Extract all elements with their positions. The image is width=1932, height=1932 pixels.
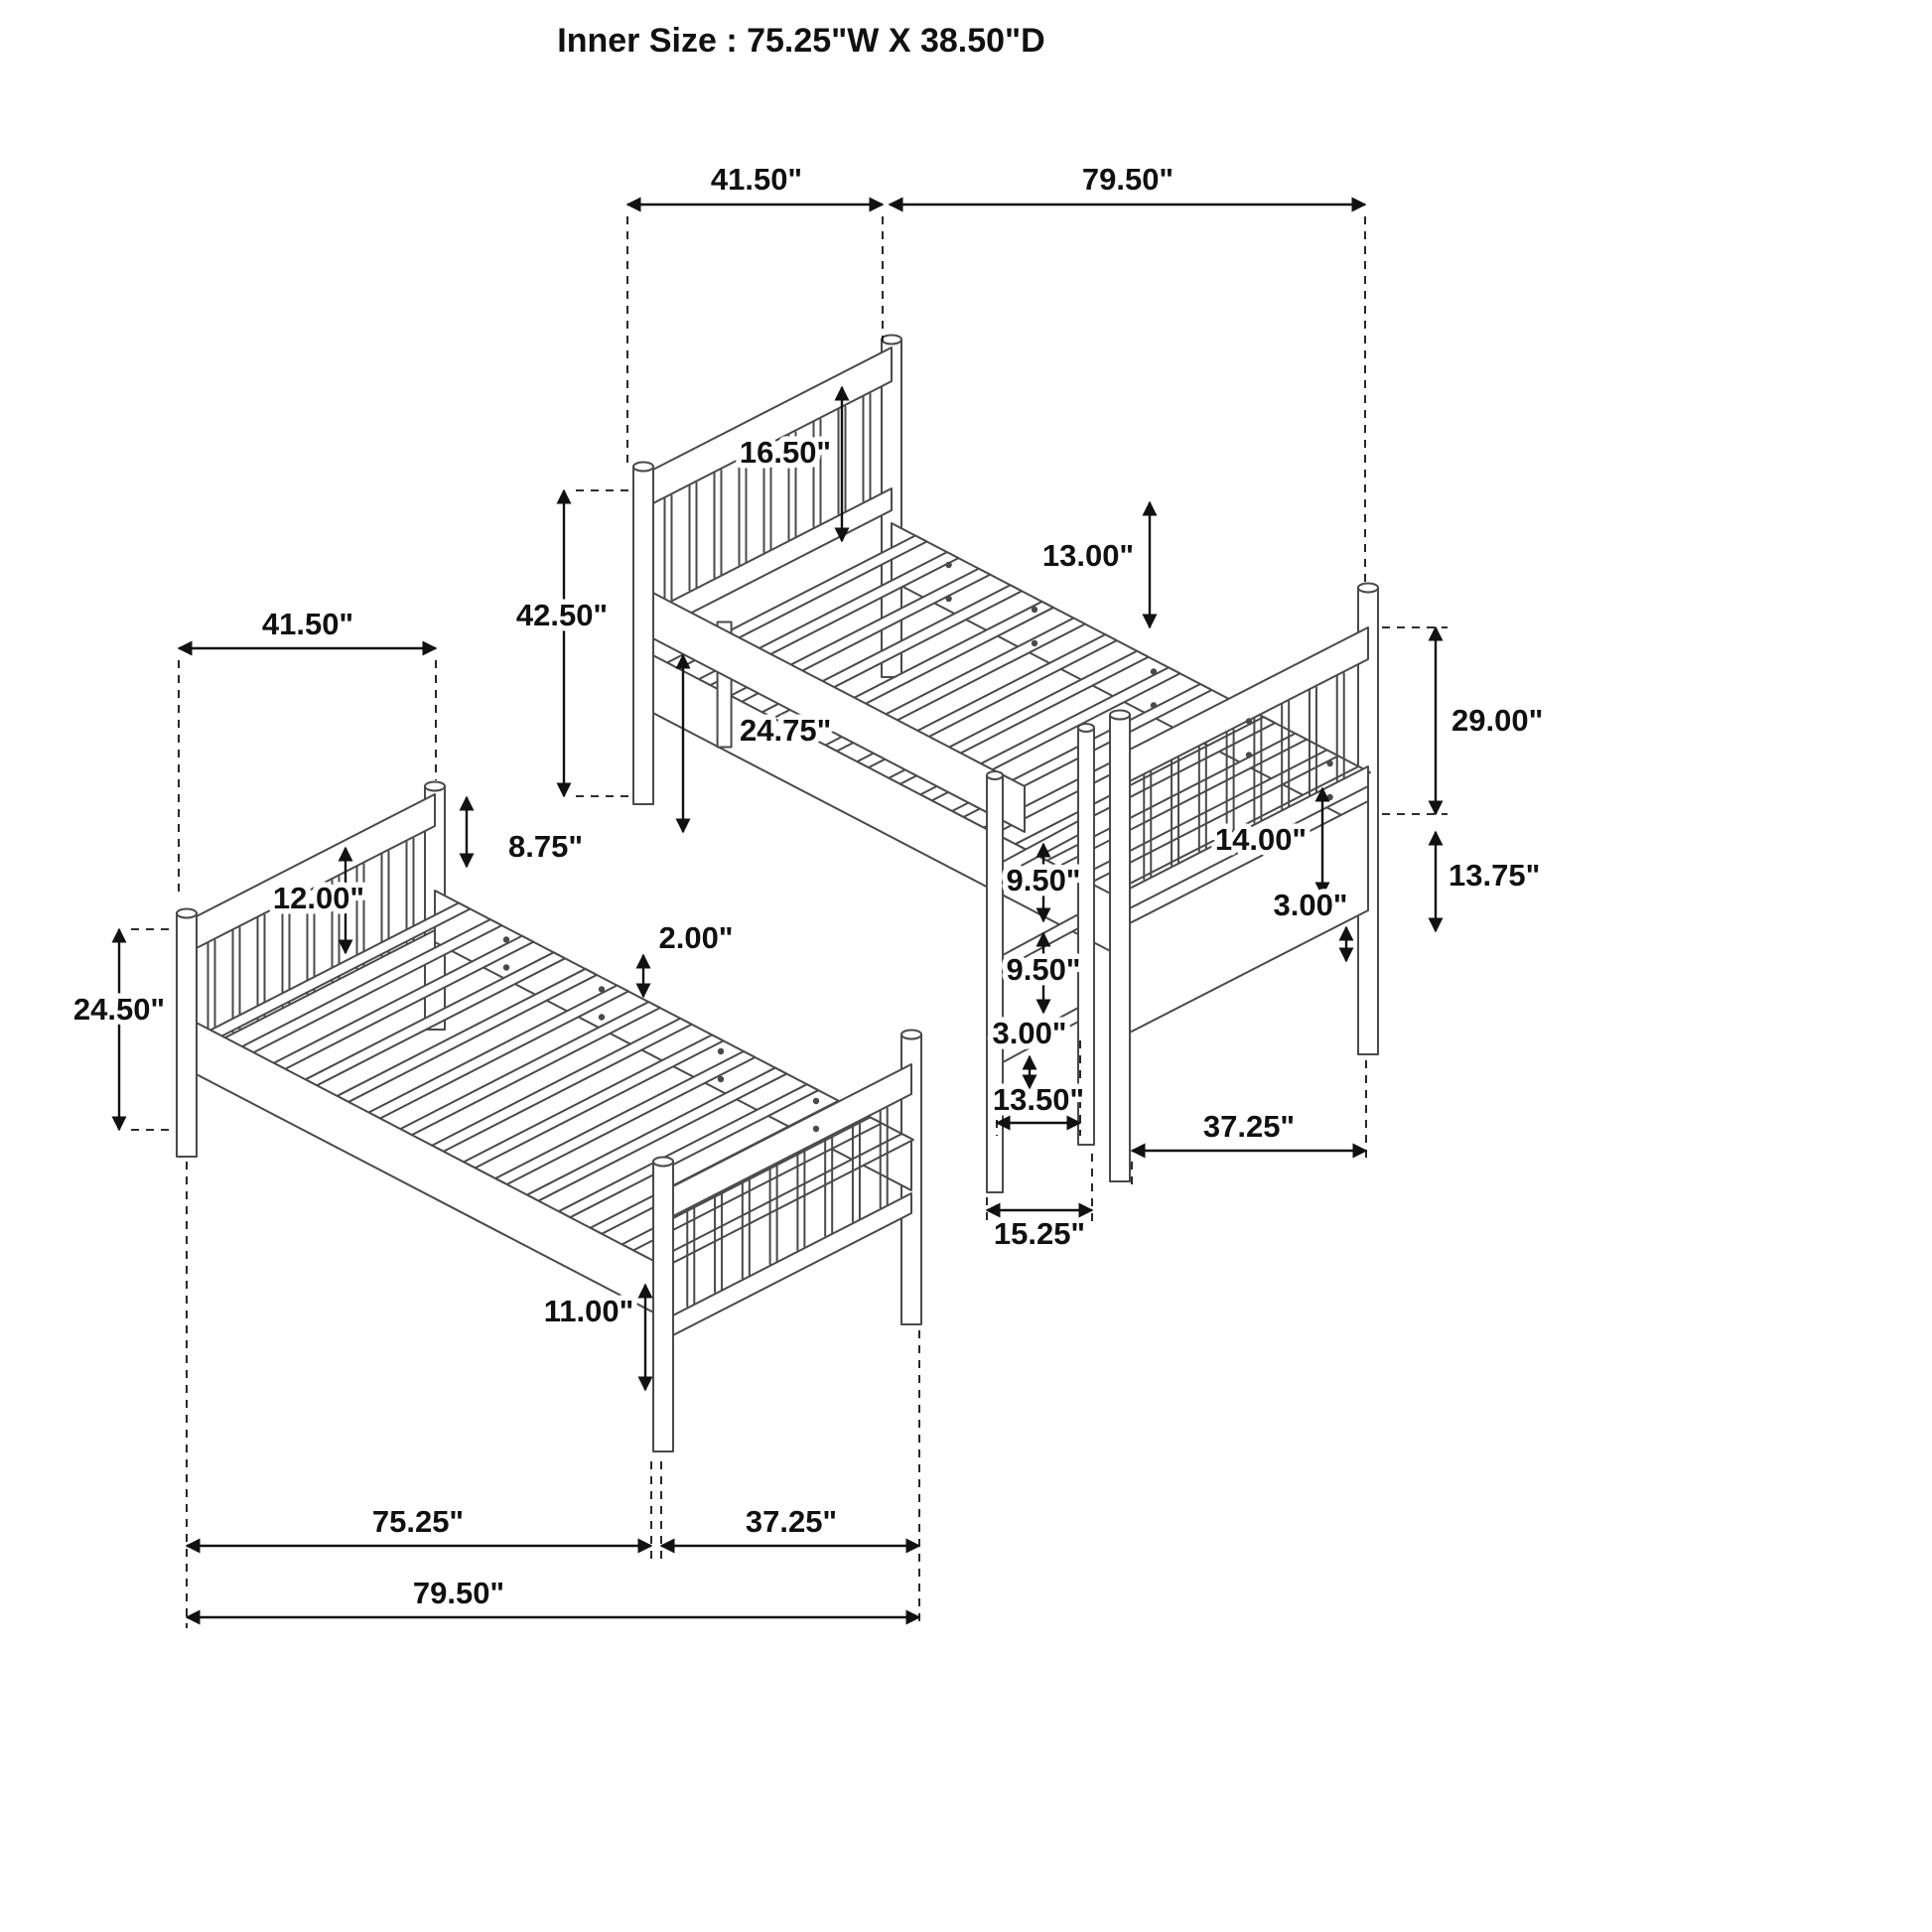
dimension-label: 2.00" <box>658 920 733 955</box>
dimension-lower_bed_width: 41.50" <box>177 602 438 897</box>
dimension-ladder_step_gap_top: 9.50" <box>1001 842 1086 923</box>
dimension-label: 37.25" <box>1203 1109 1295 1144</box>
dimension-lower_overall_length: 79.50" <box>185 1571 921 1625</box>
dimension-lower_rail_height: 8.75" <box>459 795 589 870</box>
dimension-label: 42.50" <box>516 598 608 632</box>
dimension-label: 14.00" <box>1215 822 1307 857</box>
dimension-label: 13.00" <box>1042 538 1134 573</box>
dimension-ladder_outer_width: 15.25" <box>985 1154 1094 1257</box>
dimension-footboard_panel_thickness: 3.00" <box>1268 883 1354 963</box>
dimension-label: 11.00" <box>544 1294 634 1328</box>
dimension-under_bed_clearance: 24.75" <box>675 653 837 834</box>
dimension-label: 3.00" <box>992 1016 1066 1050</box>
dimension-upper_headboard_height: 16.50" <box>734 385 850 543</box>
dimension-label: 3.00" <box>1273 888 1347 922</box>
dimension-label: 79.50" <box>1082 162 1173 197</box>
dimension-label: 12.00" <box>273 881 364 915</box>
dimension-annotations: 41.50" 79.50" 16.50" 13.00" 42.50" 24.75" 29.0… <box>68 157 1549 1628</box>
dimension-slat_thickness: 2.00" <box>635 915 739 999</box>
dimension-upper_foot_depth: 37.25" <box>1130 1060 1368 1187</box>
dimension-upper_overall_height: 42.50" <box>510 488 635 798</box>
dimension-label: 8.75" <box>508 829 583 864</box>
dimension-lower_foot_width: 37.25" <box>659 1330 921 1628</box>
lower-twin-bed <box>176 780 922 1452</box>
dimension-label: 79.50" <box>413 1576 504 1610</box>
ladder <box>986 723 1095 1193</box>
dimension-footboard_height: 13.75" <box>1428 830 1546 933</box>
bed-line-art <box>176 334 1379 1452</box>
dimension-lower_headboard_height: 24.50" <box>68 927 175 1132</box>
dimension-lower_foot_leg_height: 11.00" <box>538 1283 653 1392</box>
dimension-footboard_spindle_height: 14.00" <box>1209 786 1330 897</box>
dimension-label: 41.50" <box>711 162 802 197</box>
dimension-label: 13.75" <box>1449 858 1540 893</box>
dimension-lower_headboard_spindle_height: 12.00" <box>267 846 370 955</box>
dimension-label: 9.50" <box>1006 863 1080 897</box>
dimension-ladder_step_gap_bottom: 9.50" <box>1001 931 1086 1015</box>
dimension-label: 15.25" <box>994 1216 1085 1251</box>
dimension-upper_foot_height: 29.00" <box>1382 625 1549 816</box>
dimension-lower_inner_length: 75.25" <box>185 1162 653 1628</box>
dimension-label: 24.75" <box>740 713 831 748</box>
dimension-label: 29.00" <box>1451 703 1543 738</box>
dimension-label: 41.50" <box>262 607 353 641</box>
dimension-label: 37.25" <box>746 1504 837 1539</box>
dimension-ladder_step_thickness: 3.00" <box>987 1011 1072 1090</box>
dimension-label: 16.50" <box>740 435 831 470</box>
diagram-title: Inner Size : 75.25"W X 38.50"D <box>557 22 1044 60</box>
dimension-label: 13.50" <box>993 1082 1084 1117</box>
dimension-upper_bunk_width: 41.50" <box>625 157 885 465</box>
dimension-label: 9.50" <box>1006 952 1080 987</box>
dimension-upper_guard_rail_height: 13.00" <box>1036 500 1158 629</box>
dimension-label: 24.50" <box>73 992 165 1027</box>
dimension-label: 75.25" <box>372 1504 464 1539</box>
dimension-upper_bunk_length: 79.50" <box>888 157 1367 582</box>
dimension-ladder_inner_width: 13.50" <box>987 1040 1090 1136</box>
